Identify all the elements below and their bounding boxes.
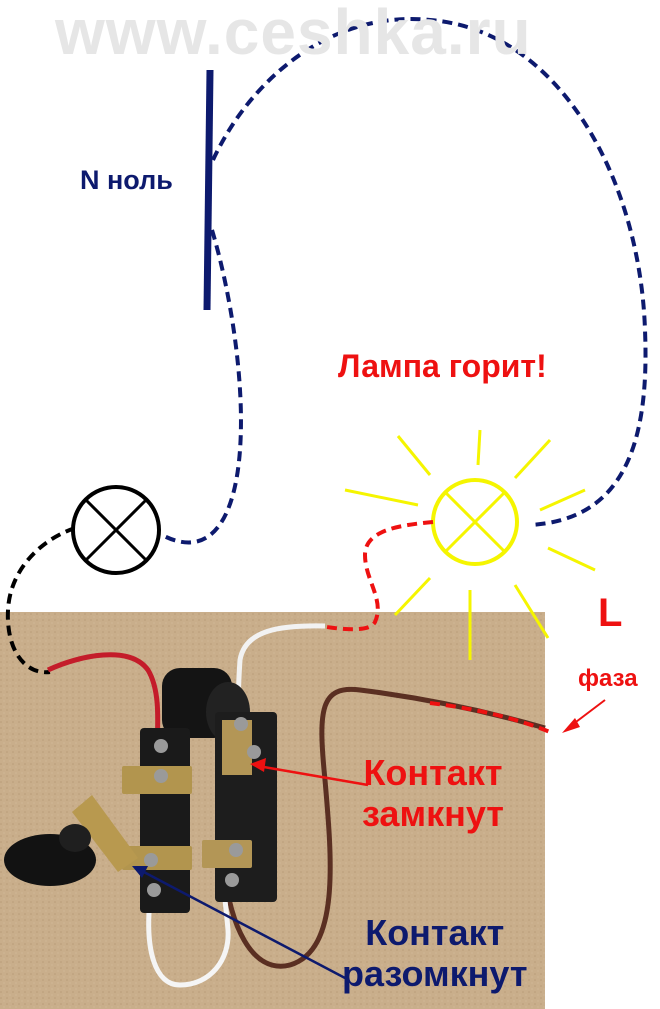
lamp-off-icon: [71, 485, 161, 575]
wire-off-lamp-to-switch: [5, 526, 76, 675]
neutral-wire-to-lit-lamp: [211, 17, 648, 527]
contact-closed-line2: замкнут: [362, 793, 504, 835]
neutral-busbar: [203, 69, 214, 311]
open-contact-arrow: [132, 866, 346, 980]
neutral-wire-to-off-lamp: [161, 229, 243, 545]
watermark: www.ceshka.ru: [55, 0, 532, 68]
contact-closed-label: Контакт замкнут: [362, 752, 504, 835]
phase-letter-label: L: [598, 591, 623, 635]
contact-open-line2: разомкнут: [342, 953, 528, 995]
neutral-label: N ноль: [80, 165, 173, 195]
closed-contact-arrow: [250, 758, 369, 787]
contact-open-line1: Контакт: [365, 912, 505, 953]
lamp-rays: [344, 429, 596, 660]
lamp-lit-icon: [431, 478, 519, 566]
switch-photo-icon: [4, 623, 546, 988]
phase-word-label: фаза: [578, 665, 638, 692]
contact-open-label: Контакт разомкнут: [342, 912, 527, 995]
contact-closed-line1: Контакт: [363, 752, 503, 793]
lamp-state-label: Лампа горит!: [338, 348, 547, 384]
phase-arrow: [562, 699, 606, 733]
